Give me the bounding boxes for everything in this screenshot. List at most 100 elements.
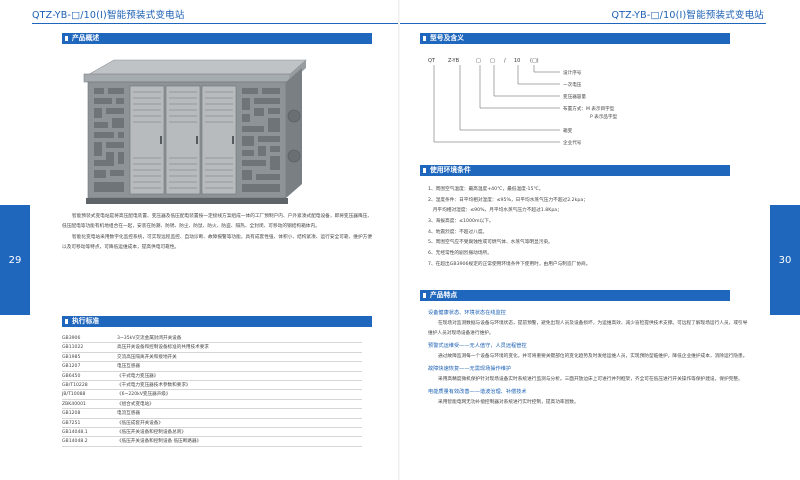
substation-illustration (83, 59, 307, 204)
model-code-diagram: QT Z-YB □ □ / 10 (□) 设计序号 一次电压 变压器容量 布 (424, 54, 674, 160)
table-row: GB1208 电流互感器 (62, 409, 362, 419)
standard-code: JB/T10088 (62, 392, 86, 398)
cabinet-side (286, 68, 302, 198)
standard-code: GB11022 (62, 345, 84, 351)
list-item: 2、湿度条件：日平均相对湿度：≤95%，日平均水蒸气压力不超过2.2kpa； (428, 197, 588, 203)
feature-body: 在现场对监测数据与设备与环境状态，提前预警，避免出现人员及设备损坏，为运维高效、… (428, 321, 748, 336)
louvre-doors (129, 85, 237, 195)
table-row: ZBK40001 《组合式变电站》 (62, 400, 362, 410)
overview-paragraph: 智能预装式变电站是将高压配电装置、变压器及低压配电装置按一定接线方案组成一体的工… (62, 214, 373, 229)
running-title-left: QTZ-YB-□/10(I)智能预装式变电站 (32, 10, 185, 21)
model-part: Z-YB (448, 58, 460, 64)
model-label: 企业代号 (563, 139, 582, 146)
header-rule-left (32, 23, 400, 24)
left-page: QTZ-YB-□/10(I)智能预装式变电站 产品概述 (0, 10, 400, 447)
standard-code: GB14048.1 (62, 429, 88, 435)
model-leader-lines (433, 65, 560, 143)
cabinet-base (86, 198, 288, 204)
section-title-standards: 执行标准 (72, 317, 100, 325)
model-part: QT (428, 58, 436, 64)
model-label: 布置方式：M 表示目字型 (563, 105, 615, 112)
section-title-overview: 产品概述 (72, 34, 100, 42)
fan-icon (287, 149, 301, 163)
standard-name: 《干式电力变压器》 (117, 373, 159, 379)
standard-code: GB3906 (62, 336, 81, 341)
page-number: 30 (778, 254, 792, 266)
model-part: / (504, 58, 506, 64)
feature-body: 采用高精度微机保护针对现场设备实时系统进行监测与分析。三面开放边床上可进行并列框… (438, 377, 743, 382)
standard-name: 3~35kV交流金属封闭开关设备 (117, 336, 182, 341)
model-code-svg: QT Z-YB □ □ / 10 (□) 设计序号 一次电压 变压器容量 布 (428, 58, 618, 146)
table-row: GB7251 《低压成套开关设备》 (62, 419, 362, 428)
list-item: 6、无经常性的剧烈振动场所。 (428, 251, 492, 257)
standard-name: 交流高压隔离开关和接地开关 (117, 354, 177, 360)
roof-front (83, 73, 291, 83)
list-item: 7、在超出GB3906规定的正常使用环境条件下使用时，由用户与制造厂协商。 (428, 261, 591, 267)
substation-product-image (74, 56, 314, 208)
lattice-right (242, 88, 280, 192)
list-item: 月平均相对湿度：≤90%，月平均水蒸气压力不超过1.8Kpa； (428, 208, 562, 214)
table-row: GB14048.1 《低压开关设备和控制设备总则》 (62, 428, 362, 438)
standard-name: 《低压成套开关设备》 (117, 420, 163, 426)
table-row: GB1207 电压互感器 (62, 362, 362, 372)
feature-body: 通过故障监测每一个设备与环境的变化，并可将重要关键部位的变化趋势及时发给运维人员… (438, 354, 748, 359)
list-item: 5、周围空气应不受腐蚀性或可燃气体、水蒸气等明显污染。 (428, 240, 553, 246)
overview-paragraph: 智能化变电站采用数字化监控系统，可实现远程监控、自动诊断、故障报警等功能，具有成… (62, 235, 373, 250)
feature-body: 采用智能电网无功补偿控制器对系统进行实时控制，提高功率因数。 (438, 400, 579, 405)
page-number: 29 (8, 254, 22, 266)
louvre-slats (133, 91, 233, 189)
list-item: 4、地震烈度：不超过八度。 (428, 229, 488, 235)
table-row: GB3906 3~35kV交流金属封闭开关设备 (62, 334, 362, 344)
section-bar-model: 型号及含义 (420, 33, 730, 44)
model-part: (□) (530, 58, 539, 64)
model-label: 箱变 (563, 127, 573, 134)
section-bar-features: 产品特点 (420, 290, 730, 301)
model-label: P 表示品字型 (590, 113, 618, 120)
standard-name: 《低压开关设备和控制设备总则》 (117, 429, 186, 435)
table-row: GB/T10228 《干式电力变压器技术参数和要求》 (62, 381, 362, 391)
door-handles (160, 136, 234, 144)
feature-heading: 预警式运维受——无人值守，人员远程管控 (428, 343, 527, 349)
standard-name: 高压开关设备和控制设备标准的共用技术要求 (117, 345, 209, 351)
standard-code: GB14048.2 (62, 439, 88, 445)
list-item: 1、周围空气温度：最高温度+40℃，最低温度-15℃。 (428, 187, 544, 192)
section-title-environment: 使用环境条件 (430, 166, 471, 174)
section-bar-standards: 执行标准 (62, 316, 372, 327)
model-part: □ (476, 58, 481, 64)
table-row: JB/T10088 《6~220kV变压器声级》 (62, 390, 362, 400)
standard-name: 电流互感器 (117, 411, 140, 417)
page-number-tab-right: 30 (770, 205, 800, 315)
feature-heading: 故障快速恢复——无需现场操作维护 (428, 366, 512, 372)
list-item: 3、海拔高度：≤1000m以下。 (428, 219, 494, 225)
standard-name: 《干式电力变压器技术参数和要求》 (117, 382, 191, 388)
model-part: 10 (514, 58, 520, 64)
model-label: 一次电压 (563, 81, 582, 88)
table-row: GB1985 交流高压隔离开关和接地开关 (62, 353, 362, 363)
overview-text: 智能预装式变电站是将高压配电装置、变压器及低压配电装置按一定接线方案组成一体的工… (62, 212, 374, 254)
standard-name: 《6~220kV变压器声级》 (117, 392, 171, 398)
model-label: 变压器容量 (563, 93, 586, 100)
right-page: QTZ-YB-□/10(I)智能预装式变电站 型号及含义 QT Z-YB □ □… (400, 0, 800, 480)
standard-code: GB1985 (62, 354, 81, 360)
standard-code: GB1208 (62, 411, 81, 417)
section-title-features: 产品特点 (430, 291, 458, 299)
section-bar-environment: 使用环境条件 (420, 165, 730, 176)
section-bar-overview: 产品概述 (62, 33, 372, 44)
header-rule-right (400, 23, 766, 24)
standard-code: GB1207 (62, 364, 81, 370)
standard-code: GB7251 (62, 420, 81, 426)
standard-name: 《组合式变电站》 (117, 401, 154, 407)
features-text: 设备健康状态、环境状态在线监控 在现场对监测数据与设备与环境状态，提前预警，避免… (428, 308, 750, 410)
feature-heading: 电能质量有效改善——谐波治理、补偿技术 (428, 389, 527, 395)
running-title-right: QTZ-YB-□/10(I)智能预装式变电站 (611, 10, 764, 21)
standard-name: 电压互感器 (117, 364, 140, 370)
standard-name: 《低压开关设备和控制设备 低压断路器》 (117, 439, 202, 445)
environment-conditions-list: 1、周围空气温度：最高温度+40℃，最低温度-15℃。 2、湿度条件：日平均相对… (428, 185, 748, 271)
table-row: GB14048.2 《低压开关设备和控制设备 低压断路器》 (62, 437, 362, 447)
standards-table: GB3906 3~35kV交流金属封闭开关设备 GB11022 高压开关设备和控制设… (62, 334, 362, 447)
table-row: GB11022 高压开关设备和控制设备标准的共用技术要求 (62, 343, 362, 353)
section-title-model: 型号及含义 (430, 34, 464, 42)
standard-code: GB/T10228 (62, 382, 88, 388)
model-label: 设计序号 (563, 69, 582, 76)
standard-code: ZBK40001 (62, 401, 86, 407)
